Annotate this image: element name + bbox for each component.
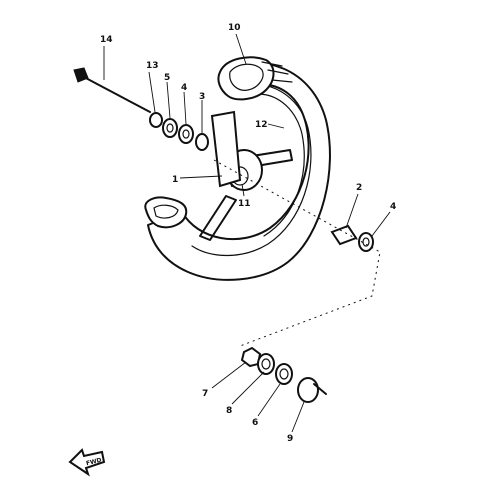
gear-unit-tab — [313, 383, 327, 395]
gear-unit-body — [297, 377, 319, 403]
fwd-arrow: FWD — [68, 448, 106, 477]
axle-shaft — [81, 75, 151, 113]
oil-seal-left-inner — [182, 129, 190, 139]
oil-seal-right-inner — [362, 237, 370, 247]
hub-boss — [210, 110, 242, 188]
callout-9: 9 — [287, 434, 293, 444]
callout-4-right: 4 — [390, 202, 396, 212]
callout-7: 7 — [202, 389, 208, 399]
spacer-body — [330, 224, 358, 246]
gear-unit — [297, 377, 327, 403]
washer — [195, 133, 209, 151]
collar-body — [149, 112, 163, 128]
collar — [149, 112, 163, 128]
callouts: 14 13 5 4 3 10 12 1 11 2 4 7 8 6 9 — [100, 23, 396, 444]
bearing-left — [162, 118, 178, 138]
tire-outline — [147, 61, 331, 281]
callout-12: 12 — [255, 120, 268, 130]
callout-14: 14 — [100, 35, 113, 45]
oil-seal-right-outer — [358, 232, 374, 252]
axle-head — [73, 67, 89, 83]
washer-body — [195, 133, 209, 151]
seal-lower-inner — [279, 368, 289, 380]
leader-lines — [103, 33, 391, 433]
rim-band — [245, 93, 305, 237]
spacer — [330, 224, 358, 246]
callout-6: 6 — [252, 418, 258, 428]
seal-lower — [275, 363, 293, 385]
tire-inner-band — [191, 83, 312, 257]
tire-section-bottom — [144, 196, 188, 229]
tire-section-top-inner — [229, 63, 264, 91]
fwd-arrow-shape — [68, 448, 106, 477]
tire-section-bottom-inner — [153, 204, 179, 219]
fwd-label: FWD — [85, 457, 102, 468]
callout-2: 2 — [356, 183, 362, 193]
callout-13: 13 — [146, 61, 159, 71]
axle — [73, 67, 151, 113]
oil-seal-right — [358, 232, 374, 252]
callout-8: 8 — [226, 406, 232, 416]
callout-3: 3 — [199, 92, 205, 102]
callout-10: 10 — [228, 23, 241, 33]
oil-seal-left-outer — [178, 124, 194, 144]
bearing-lower — [257, 353, 275, 375]
callout-11: 11 — [238, 199, 251, 209]
front-wheel-assembly — [144, 56, 331, 281]
callout-4-left: 4 — [181, 83, 187, 93]
tire-tread — [261, 61, 293, 83]
oil-seal-left — [178, 124, 194, 144]
callout-5: 5 — [164, 73, 170, 83]
callout-1: 1 — [172, 175, 178, 185]
bearing-lower-inner — [261, 358, 271, 370]
bearing-left-inner — [166, 123, 174, 133]
seal-lower-outer — [275, 363, 293, 385]
spoke-lower — [199, 195, 237, 241]
bearing-left-outer — [162, 118, 178, 138]
bearing-lower-outer — [257, 353, 275, 375]
